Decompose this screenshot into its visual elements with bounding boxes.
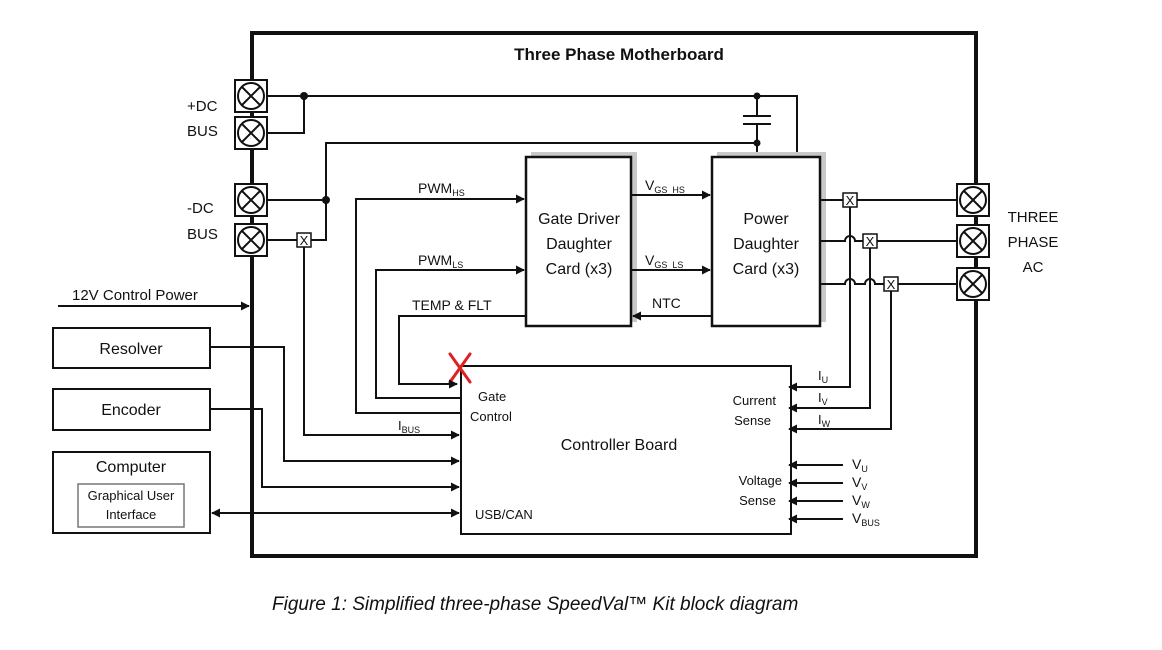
gate-control-label-2: Control [470,409,512,424]
gate-driver-label-3: Card (x3) [546,261,613,278]
three-phase-label-2: PHASE [1008,234,1059,251]
power-card-label-1: Power [743,211,789,228]
ibus-label: IBUS [398,418,420,435]
plus-dc-connector-2 [234,116,268,150]
gate-driver-card [524,155,633,328]
voltage-sense-label-2: Sense [739,493,776,508]
temp-flt-label: TEMP & FLT [412,297,492,313]
phase-connector-w [956,267,990,301]
current-sensor-ibus: X [296,232,312,248]
vu-label: VU [852,456,868,474]
iu-label: IU [818,368,828,385]
svg-text:X: X [300,233,309,248]
computer-label: Computer [96,459,167,476]
controller-board [460,365,792,535]
power-card-label-2: Daughter [733,236,799,253]
vbus-label: VBUS [852,510,880,528]
current-sensor-w: X [883,276,899,292]
three-phase-label-3: AC [1023,259,1044,276]
gui-label-2: Interface [106,507,157,522]
vgs-hs-label: VGS_HS [645,177,685,195]
gui-box [77,483,185,528]
svg-text:X: X [846,193,855,208]
phase-output-wiring [820,199,957,285]
iv-label: IV [818,390,828,407]
encoder-box [52,388,211,431]
voltage-sense-wiring [788,460,843,524]
power-card [710,155,822,328]
current-sensor-u: X [842,192,858,208]
resolver-label: Resolver [99,341,163,358]
gate-driver-label-1: Gate Driver [538,211,620,228]
three-phase-label-1: THREE [1008,209,1059,226]
fault-x-mark [448,352,472,384]
pwm-ls-label: PWMLS [418,252,463,270]
external-wiring [210,346,460,518]
resolver-box [52,327,211,369]
vgs-ls-label: VGS_LS [645,252,683,270]
current-sensor-v: X [862,233,878,249]
motherboard-title: Three Phase Motherboard [514,45,724,64]
encoder-label: Encoder [101,402,161,419]
power-card-label-3: Card (x3) [733,261,800,278]
junction-dot [753,139,761,147]
figure-caption: Figure 1: Simplified three-phase SpeedVa… [272,594,798,615]
current-sense-label-2: Sense [734,413,771,428]
vv-label: VV [852,474,867,492]
plus-dc-label-1: +DC [187,98,218,115]
phase-connector-u [956,183,990,217]
minus-dc-label-2: BUS [187,226,218,243]
plus-dc-connector-1 [234,79,268,113]
voltage-sense-label-1: Voltage [739,473,782,488]
svg-text:X: X [866,234,875,249]
junction-dot [322,196,330,204]
junction-dot [300,92,308,100]
minus-dc-label-1: -DC [187,200,214,217]
gate-drive-signals [631,190,712,321]
current-sense-label-1: Current [733,393,777,408]
vw-label: VW [852,492,870,510]
current-sense-wiring [788,207,892,434]
gate-driver-label-2: Daughter [546,236,612,253]
minus-dc-connector-2 [234,223,268,257]
iw-label: IW [818,412,831,429]
pwm-hs-label: PWMHS [418,180,465,198]
ntc-label: NTC [652,295,681,311]
gui-label-1: Graphical User [88,488,175,503]
minus-dc-connector-1 [234,183,268,217]
plus-dc-label-2: BUS [187,123,218,140]
phase-connector-v [956,224,990,258]
svg-text:X: X [887,277,896,292]
gate-control-wiring [303,194,526,440]
controller-board-label: Controller Board [561,437,678,454]
usb-can-label: USB/CAN [475,507,533,522]
control-power-label: 12V Control Power [72,287,198,304]
junction-dot [753,92,761,100]
gate-control-label-1: Gate [478,389,506,404]
